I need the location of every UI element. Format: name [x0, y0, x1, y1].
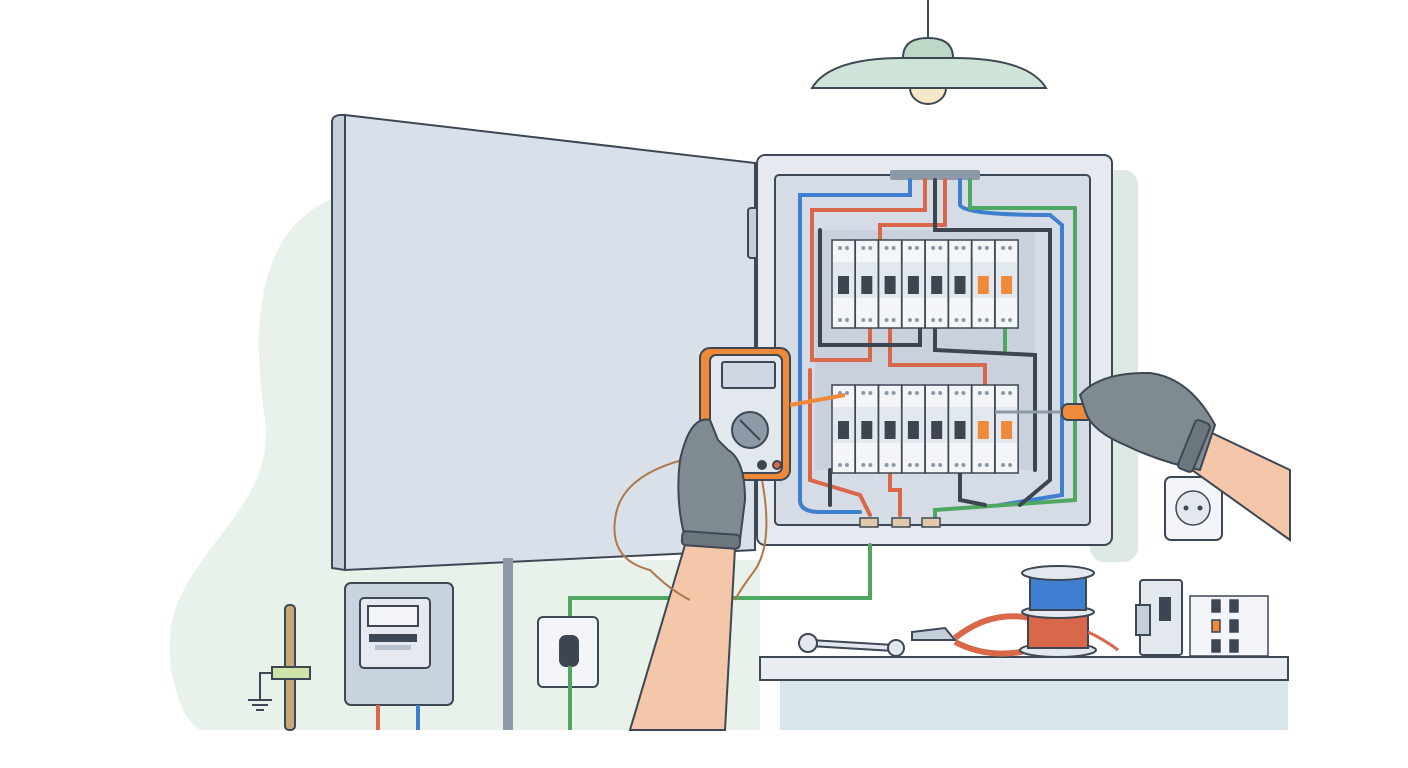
- circuit-breaker: [831, 384, 856, 474]
- pliers-icon: [911, 613, 1031, 657]
- breaker-switch: [861, 421, 873, 439]
- breaker-switch: [884, 276, 896, 294]
- breaker-switch: [954, 276, 966, 294]
- vertical-conduit: [503, 558, 513, 730]
- spare-breaker-block: [1189, 595, 1269, 657]
- workbench-shelf: [759, 656, 1289, 730]
- wires: [568, 178, 1077, 627]
- breaker-switch: [861, 276, 873, 294]
- breaker-switch: [954, 421, 966, 439]
- circuit-breaker: [924, 239, 949, 329]
- circuit-breaker: [854, 239, 880, 329]
- wrench-icon: [798, 633, 905, 657]
- breaker-switch: [977, 276, 989, 294]
- breaker-switch: [931, 276, 943, 294]
- breaker-switch: [907, 421, 919, 439]
- circuit-breaker: [854, 384, 880, 474]
- left-glove: [677, 418, 747, 542]
- circuit-breaker: [947, 239, 973, 329]
- electric-meter: [344, 582, 454, 730]
- circuit-breaker: [877, 384, 903, 474]
- circuit-breaker: [947, 384, 973, 474]
- breaker-row-bottom: [831, 384, 1019, 474]
- breaker-switch: [1001, 276, 1013, 294]
- circuit-breaker: [877, 239, 903, 329]
- breaker-switch: [884, 421, 896, 439]
- multimeter-lead-coil: [613, 454, 768, 601]
- circuit-breaker: [901, 384, 926, 474]
- ground-pipe: [248, 604, 311, 731]
- terminal-blocks: [859, 517, 941, 528]
- circuit-breaker: [831, 239, 856, 329]
- breaker-switch: [907, 276, 919, 294]
- left-glove-cuff: [680, 530, 742, 550]
- circuit-breaker: [971, 239, 996, 329]
- circuit-breaker: [994, 239, 1019, 329]
- circuit-breaker: [994, 384, 1019, 474]
- probe-lead: [789, 393, 846, 407]
- circuit-breaker: [901, 239, 926, 329]
- wall-outlet-right: [1164, 476, 1223, 541]
- breaker-switch: [977, 421, 989, 439]
- circuit-breaker: [971, 384, 996, 474]
- multimeter: [699, 347, 846, 481]
- breaker-switch: [838, 421, 849, 439]
- circuit-breaker: [924, 384, 949, 474]
- wall-outlet-left: [537, 616, 599, 730]
- spare-breaker: [1135, 579, 1183, 656]
- right-glove-cuff: [1177, 419, 1211, 473]
- breaker-switch: [931, 421, 943, 439]
- wire-spool: [1019, 565, 1119, 658]
- right-glove: [1078, 371, 1217, 472]
- ceiling-lamp: [810, 0, 1048, 105]
- breaker-switch: [838, 276, 849, 294]
- breaker-switch: [1001, 421, 1013, 439]
- breaker-row-top: [831, 239, 1019, 329]
